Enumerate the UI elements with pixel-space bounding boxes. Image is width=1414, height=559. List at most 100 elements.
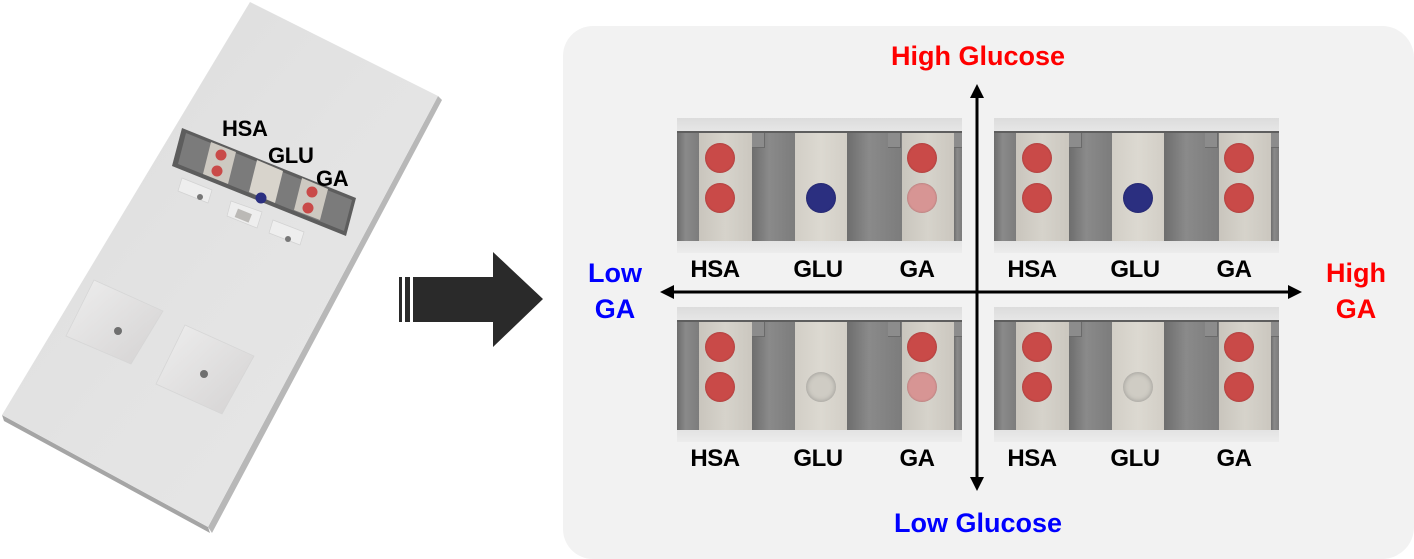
strip-label-ga: GA	[899, 256, 936, 283]
indicator-dot-glu	[806, 183, 836, 213]
panel-notch	[1069, 133, 1082, 148]
indicator-dot-hsa	[1022, 332, 1052, 362]
device-dot-hsa	[215, 149, 227, 161]
device-pad-hsa	[203, 142, 236, 184]
strip-label-hsa: HSA	[690, 445, 740, 472]
device-dot-ga	[306, 186, 318, 198]
axis-label-high-ga-line1: High	[1326, 258, 1386, 288]
panel-notch	[888, 133, 901, 148]
device-edge	[2, 415, 210, 533]
indicator-dot-hsa	[1022, 143, 1052, 173]
panel-bottom-frame	[994, 241, 1279, 253]
axis-label-low-ga: Low GA	[570, 255, 660, 327]
indicator-dot-glu	[1123, 372, 1153, 402]
indicator-dot-hsa	[705, 372, 735, 402]
sample-well-hole	[114, 327, 122, 335]
sample-well	[155, 324, 255, 415]
indicator-dot-hsa	[705, 143, 735, 173]
panel-channel	[677, 133, 699, 241]
axis-label-low-ga-line2: GA	[594, 294, 636, 324]
panel-channel	[1069, 133, 1112, 241]
strip-panel-low-glucose-low-ga	[677, 307, 962, 442]
panel-top-frame	[994, 118, 1279, 131]
quadrant-diagram	[563, 26, 1414, 559]
device-side-edge	[208, 96, 442, 533]
indicator-dot-ga	[1224, 332, 1254, 362]
device-dot-hsa	[211, 165, 223, 177]
indicator-dot-ga	[907, 332, 937, 362]
indicator-dot-hsa	[1022, 183, 1052, 213]
indicator-dot-glu	[1123, 183, 1153, 213]
axis-label-high-glucose: High Glucose	[890, 41, 1066, 71]
panel-shadow	[677, 320, 962, 322]
panel-channel	[1271, 322, 1279, 430]
panel-channel	[1164, 322, 1219, 430]
indicator-dot-ga	[907, 372, 937, 402]
panel-notch	[954, 133, 962, 148]
test-device-illustration	[2, 2, 442, 533]
device-port	[268, 219, 305, 246]
strip-label-glu: GLU	[1110, 445, 1160, 472]
panel-channel	[677, 322, 699, 430]
indicator-dot-ga	[907, 183, 937, 213]
strip-label-glu: GLU	[793, 445, 843, 472]
indicator-dot-hsa	[1022, 372, 1052, 402]
panel-channel	[994, 322, 1016, 430]
device-pad-glu	[249, 160, 283, 203]
device-dots	[211, 149, 318, 214]
panel-channel	[994, 133, 1016, 241]
device-port-hole	[197, 194, 203, 200]
axis-label-high-ga-line2: GA	[1335, 294, 1377, 324]
device-port	[177, 177, 213, 204]
panel-notch	[888, 322, 901, 337]
device-dot-glu	[255, 192, 267, 204]
indicator-dot-ga	[1224, 183, 1254, 213]
sample-well	[65, 279, 164, 365]
strip-label-glu: GLU	[793, 256, 843, 283]
panel-bottom-frame	[994, 430, 1279, 442]
panel-channel	[954, 133, 962, 241]
indicator-dot-ga	[1224, 372, 1254, 402]
panel-shadow	[994, 131, 1279, 133]
strip-label-hsa: HSA	[690, 256, 740, 283]
panel-channel	[1271, 133, 1279, 241]
panel-notch	[1069, 322, 1082, 337]
device-label-ga: GA	[316, 166, 349, 191]
device-label-glu: GLU	[268, 143, 314, 168]
strip-label-ga: GA	[899, 445, 936, 472]
strip-panel-low-glucose-high-ga	[994, 307, 1279, 442]
panel-bottom-frame	[677, 430, 962, 442]
device-label-hsa: HSA	[222, 116, 268, 141]
panel-notch	[1205, 133, 1218, 148]
panel-shadow	[994, 320, 1279, 322]
indicator-dot-ga	[1224, 143, 1254, 173]
device-sensor-window	[234, 208, 252, 223]
panel-notch	[954, 322, 962, 337]
axis-label-low-ga-line1: Low	[588, 258, 642, 288]
indicator-dot-ga	[907, 143, 937, 173]
strip-label-ga: GA	[1216, 445, 1253, 472]
panel-notch	[1205, 322, 1218, 337]
device-pad-ga	[294, 178, 328, 220]
right-arrow-icon	[399, 252, 543, 347]
indicator-dot-glu	[806, 372, 836, 402]
panel-notch	[1271, 133, 1279, 148]
panel-top-frame	[994, 307, 1279, 320]
panel-notch	[752, 322, 765, 337]
strip-panel-high-glucose-low-ga	[677, 118, 962, 253]
device-body	[2, 2, 438, 527]
strip-label-ga: GA	[1216, 256, 1253, 283]
axis-label-high-ga: High GA	[1310, 255, 1402, 327]
panel-shadow	[677, 131, 962, 133]
panel-channel	[847, 133, 902, 241]
sample-well-hole	[200, 370, 208, 378]
panel-bottom-frame	[677, 241, 962, 253]
panel-channel	[847, 322, 902, 430]
strip-label-glu: GLU	[1110, 256, 1160, 283]
panel-notch	[752, 133, 765, 148]
strip-panel-high-glucose-high-ga	[994, 118, 1279, 253]
panel-channel	[1164, 133, 1219, 241]
panel-channel	[752, 133, 795, 241]
strip-label-hsa: HSA	[1007, 445, 1057, 472]
indicator-dot-hsa	[705, 332, 735, 362]
